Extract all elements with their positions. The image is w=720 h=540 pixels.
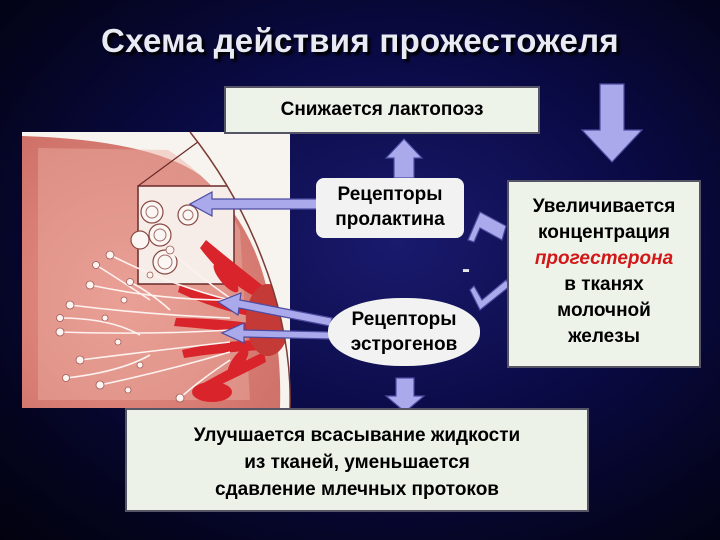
arrow-down-bottom (386, 378, 424, 412)
minus-sign: - (462, 256, 470, 284)
prog-line-6: железы (509, 324, 699, 350)
effect-line-1: Улучшается всасывание жидкости (127, 422, 587, 449)
arrow-down-progesterone (582, 84, 642, 162)
effect-line-3: сдавление млечных протоков (127, 476, 587, 503)
prolactin-line-2: пролактина (316, 207, 464, 232)
prog-line-2: концентрация (509, 220, 699, 246)
estrogen-line-2: эстрогенов (328, 332, 480, 357)
prolactin-line-1: Рецепторы (316, 182, 464, 207)
block-arrow-est (470, 280, 510, 310)
prog-line-4: в тканях (509, 272, 699, 298)
estrogen-receptors-label: Рецепторы эстрогенов (328, 298, 480, 366)
prolactin-receptors-label: Рецепторы пролактина (316, 178, 464, 238)
estrogen-line-1: Рецепторы (328, 307, 480, 332)
lactopoiesis-box: Снижается лактопоэз (224, 86, 540, 134)
effect-line-2: из тканей, уменьшается (127, 449, 587, 476)
prog-line-1: Увеличивается (509, 194, 699, 220)
arrow-up-lactopoiesis (386, 139, 422, 178)
block-arrow-prl (468, 212, 506, 242)
progesterone-box: Увеличивается концентрация прогестерона … (507, 180, 701, 368)
prog-highlight: прогестерона (509, 246, 699, 272)
effect-box: Улучшается всасывание жидкости из тканей… (125, 408, 589, 512)
prog-line-5: молочной (509, 298, 699, 324)
